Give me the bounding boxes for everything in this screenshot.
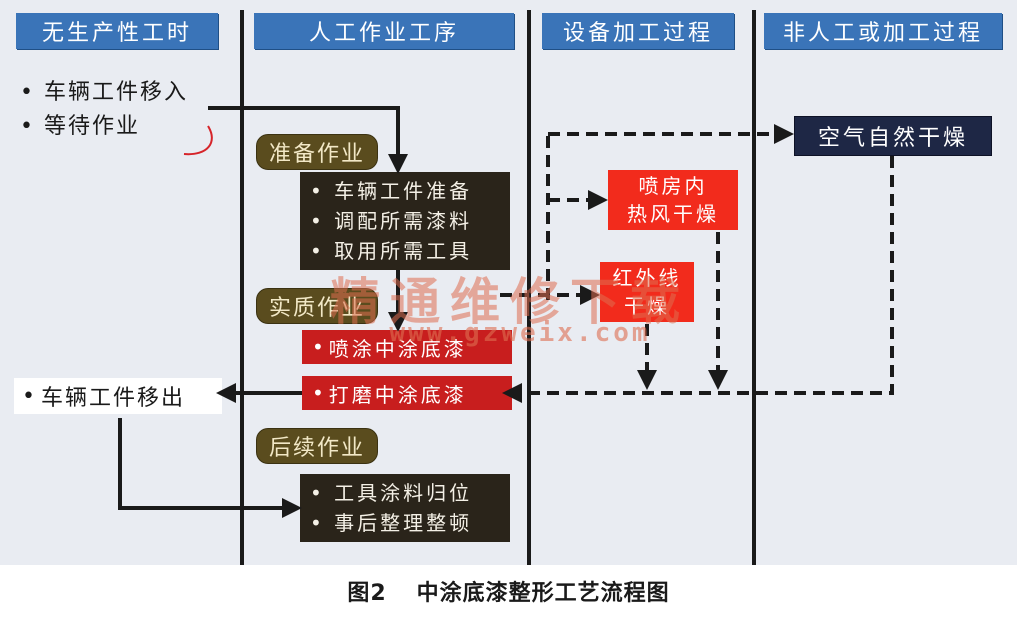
lane-header-non-productive: 无生产性工时 [16,13,218,49]
lane-header-equipment: 设备加工过程 [542,13,734,49]
incoming-list: 车辆工件移入 等待作业 [20,76,188,144]
arrow-exit-to-follow [118,418,302,518]
equip-infrared-line-1: 红外线 [612,266,682,290]
natural-drying-box: 空气自然干燥 [794,116,992,156]
lane-divider-2 [527,10,531,565]
follow-task: 工具涂料归位 [310,478,500,508]
task-spray-primer: 喷涂中涂底漆 [302,330,512,364]
lane-header-manual: 人工作业工序 [254,13,514,49]
incoming-item-waiting: 等待作业 [20,110,188,144]
prep-task: 调配所需漆料 [310,206,500,236]
process-diagram: 无生产性工时 人工作业工序 设备加工过程 非人工或加工过程 车辆工件移入 等待作… [0,0,1017,565]
prep-task-box: 车辆工件准备 调配所需漆料 取用所需工具 [300,172,510,270]
incoming-item-move-in: 车辆工件移入 [20,76,188,110]
prep-task: 取用所需工具 [310,236,500,266]
exit-item: 车辆工件移出 [14,378,222,414]
phase-follow: 后续作业 [256,428,379,464]
phase-prep: 准备作业 [256,134,379,170]
equip-booth-line-1: 喷房内 [638,174,708,198]
arrow-move-in-to-prep [208,106,408,174]
lane-header-non-manual: 非人工或加工过程 [764,13,1002,49]
equip-booth-line-2: 热风干燥 [627,202,719,226]
follow-task-box: 工具涂料归位 事后整理整顿 [300,474,510,542]
prep-task: 车辆工件准备 [310,176,500,206]
figure-title: 中涂底漆整形工艺流程图 [416,581,670,606]
lane-divider-1 [240,10,244,565]
figure-number: 图2 [347,581,387,606]
figure-caption: 图2 中涂底漆整形工艺流程图 [0,575,1017,607]
phase-actual: 实质作业 [256,288,379,324]
lane-divider-3 [752,10,756,565]
flow-arrows [118,106,894,518]
handwritten-mark [183,125,213,156]
dashed-natural-return [502,156,894,403]
equip-infrared: 红外线 干燥 [600,262,694,322]
equip-booth-hot-air: 喷房内 热风干燥 [608,170,738,230]
equip-infrared-line-2: 干燥 [624,294,670,318]
follow-task: 事后整理整顿 [310,508,500,538]
task-sand-primer: 打磨中涂底漆 [302,376,512,410]
